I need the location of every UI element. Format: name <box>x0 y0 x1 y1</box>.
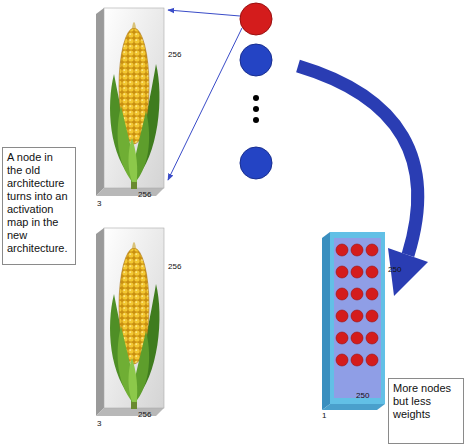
slab-side <box>96 228 104 416</box>
slab-face <box>104 228 164 408</box>
mapping-arrow <box>168 28 242 180</box>
note-text: A node in the old architecture turns int… <box>7 151 71 255</box>
dimension-label: 3 <box>97 419 101 428</box>
corn-image <box>110 22 159 189</box>
activation-map <box>322 232 385 410</box>
dimension-label: 256 <box>168 50 181 59</box>
input-slab <box>96 228 164 416</box>
note-box: A node in the old architecture turns int… <box>2 147 76 265</box>
red-neuron <box>240 3 272 35</box>
slab-bottom <box>322 404 385 410</box>
slab-face <box>104 8 164 188</box>
slab-side <box>96 8 104 196</box>
ellipsis-dot <box>253 106 259 112</box>
arrow-head <box>388 248 428 296</box>
note-text: More nodes but less weights <box>393 382 459 421</box>
slab-inner <box>334 238 381 398</box>
blue-neuron <box>240 44 272 76</box>
blue-neuron <box>240 147 272 179</box>
dimension-label: 256 <box>168 262 181 271</box>
corn-image <box>110 242 159 409</box>
dimension-label: 3 <box>97 199 101 208</box>
dimension-label: 250 <box>356 391 369 400</box>
dimension-label: 256 <box>138 410 151 419</box>
arrow-shaft <box>298 66 418 255</box>
input-slab <box>96 8 164 196</box>
dimension-label: 250 <box>388 265 401 274</box>
slab-side <box>322 232 330 410</box>
slab-bottom <box>96 408 164 416</box>
ellipsis-dot <box>253 95 259 101</box>
slab-face <box>330 232 385 404</box>
dimension-label: 1 <box>322 411 326 420</box>
map-neurons <box>336 244 378 366</box>
dimension-label: 256 <box>138 190 151 199</box>
note-box: More nodes but less weights <box>388 378 464 444</box>
mapping-arrow <box>168 10 240 16</box>
ellipsis-dot <box>253 117 259 123</box>
slab-bottom <box>96 188 164 196</box>
